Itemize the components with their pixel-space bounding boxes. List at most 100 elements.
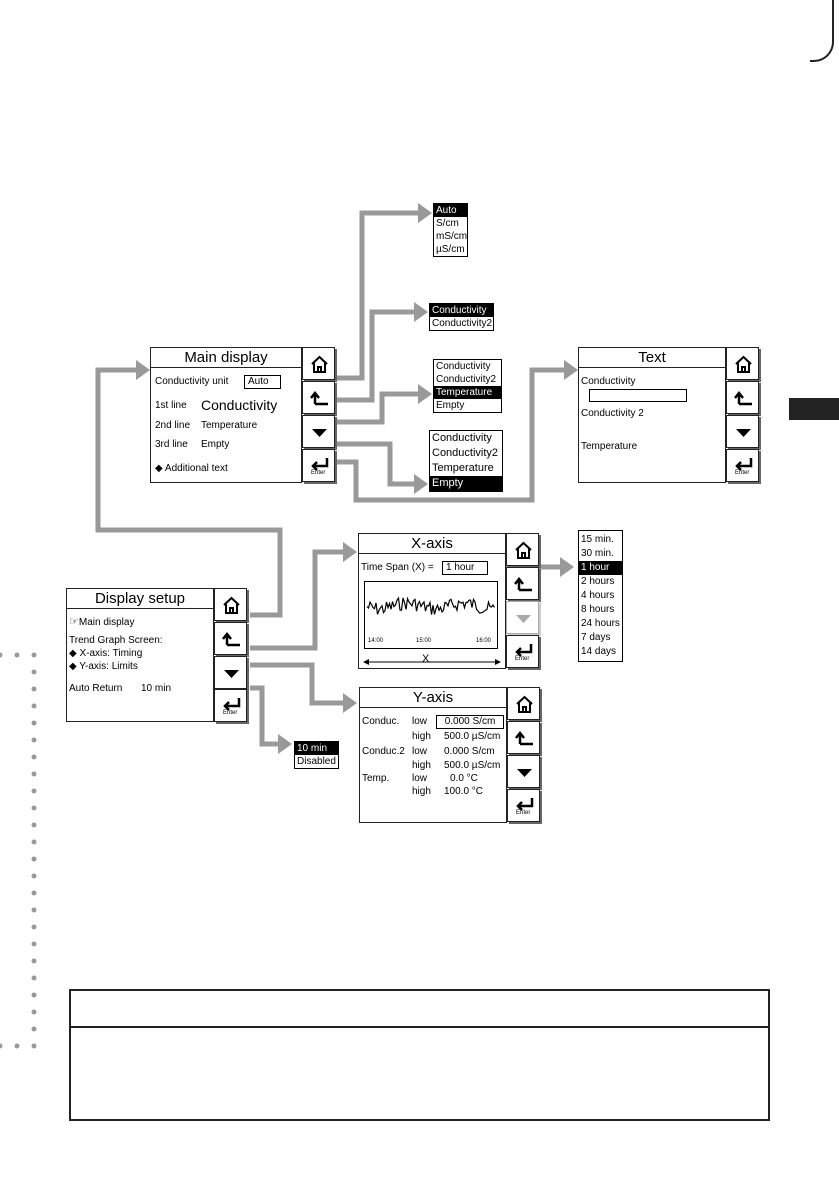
x-tick-label: 15:00	[416, 638, 432, 644]
home-button[interactable]	[726, 347, 759, 380]
additional-text-item[interactable]: ◆ Additional text	[155, 463, 228, 474]
line2-option[interactable]: Conductivity2	[436, 374, 497, 385]
text-screen-title: Text	[579, 348, 725, 368]
line3-label: 3rd line	[155, 439, 188, 450]
line1-option[interactable]: Conductivity2	[432, 318, 493, 329]
enter-label: Enter	[223, 710, 238, 716]
line3-menu[interactable]: Conductivity Conductivity2 Temperature E…	[429, 430, 503, 492]
time-span-option[interactable]: 7 days	[581, 632, 611, 643]
conductivity-unit-label: Conductivity unit	[155, 376, 229, 387]
time-span-option[interactable]: 15 min.	[581, 534, 614, 545]
line2-option[interactable]: Conductivity	[436, 361, 491, 372]
back-icon	[222, 631, 240, 647]
line3-option[interactable]: Empty	[430, 476, 502, 491]
down-arrow-icon	[517, 769, 532, 777]
enter-icon	[735, 458, 753, 471]
y-conduc-low-field[interactable]: 0.000 S/cm	[436, 715, 504, 729]
y-axis-title: Y-axis	[360, 688, 506, 708]
back-button[interactable]	[726, 381, 759, 414]
display-setup-screen: Display setup ☞Main display Trend Graph …	[66, 588, 214, 722]
y-conduc-high-value[interactable]: 500.0 µS/cm	[444, 731, 501, 742]
home-button[interactable]	[506, 533, 539, 566]
time-span-option[interactable]: 30 min.	[581, 548, 614, 559]
text-conductivity2-label: Conductivity 2	[581, 408, 644, 419]
y-row-name: Temp.	[362, 773, 390, 784]
y-axis-item[interactable]: ◆ Y-axis: Limits	[69, 661, 138, 672]
time-span-option[interactable]: 1 hour	[579, 561, 622, 575]
home-button[interactable]	[507, 687, 540, 720]
down-button[interactable]	[507, 755, 540, 788]
unit-option[interactable]: mS/cm	[436, 231, 468, 242]
y-temp-low-value[interactable]: 0.0 °C	[450, 773, 478, 784]
down-button[interactable]	[726, 415, 759, 448]
unit-menu[interactable]: Auto S/cm mS/cm µS/cm	[433, 203, 468, 257]
time-span-field[interactable]: 1 hour	[442, 561, 488, 575]
time-span-option[interactable]: 14 days	[581, 646, 617, 657]
line3-option[interactable]: Conductivity2	[432, 447, 499, 459]
back-button[interactable]	[506, 567, 539, 600]
x-axis-label: X	[422, 653, 430, 665]
enter-button[interactable]: Enter	[302, 449, 335, 482]
enter-icon	[311, 458, 329, 471]
y-temp-high-value[interactable]: 100.0 °C	[444, 786, 484, 797]
auto-return-menu[interactable]: 10 min Disabled	[294, 741, 339, 769]
down-button[interactable]	[302, 415, 335, 448]
home-button[interactable]	[302, 347, 335, 380]
home-button[interactable]	[214, 588, 247, 621]
enter-button[interactable]: Enter	[507, 789, 540, 822]
conductivity-unit-field[interactable]: Auto	[244, 375, 281, 389]
enter-button[interactable]: Enter	[214, 689, 247, 722]
enter-button[interactable]: Enter	[506, 635, 539, 668]
line3-option[interactable]: Conductivity	[432, 432, 492, 444]
auto-return-option[interactable]: 10 min	[295, 742, 338, 755]
line3-option[interactable]: Temperature	[432, 462, 494, 474]
back-button[interactable]	[302, 381, 335, 414]
time-span-option[interactable]: 4 hours	[581, 590, 615, 601]
enter-label: Enter	[735, 470, 750, 476]
time-span-option[interactable]: 2 hours	[581, 576, 615, 587]
line1-label: 1st line	[155, 400, 187, 411]
trend-graph-label: Trend Graph Screen:	[69, 635, 163, 646]
unit-option[interactable]: S/cm	[436, 218, 459, 229]
down-button[interactable]	[214, 656, 247, 689]
home-icon	[516, 695, 533, 713]
line1-menu[interactable]: Conductivity Conductivity2	[429, 303, 494, 331]
arrow-yaxis	[250, 662, 345, 706]
time-span-option[interactable]: 8 hours	[581, 604, 615, 615]
line2-menu[interactable]: Conductivity Conductivity2 Temperature E…	[433, 359, 502, 413]
arrow-line2	[336, 391, 420, 425]
line1-value[interactable]: Conductivity	[201, 397, 278, 413]
arrow-text	[336, 367, 566, 503]
time-span-menu[interactable]: 15 min. 30 min. 1 hour 2 hours 4 hours 8…	[578, 530, 623, 662]
back-icon	[734, 390, 752, 406]
unit-option[interactable]: µS/cm	[436, 244, 465, 255]
line3-value[interactable]: Empty	[201, 439, 230, 450]
arrow-line3	[336, 441, 416, 487]
y-low-label: low	[412, 773, 428, 784]
main-display-link[interactable]: ☞Main display	[69, 616, 135, 628]
enter-button[interactable]: Enter	[726, 449, 759, 482]
auto-return-value[interactable]: 10 min	[141, 683, 172, 694]
unit-option[interactable]: Auto	[434, 204, 467, 217]
back-icon	[310, 390, 328, 406]
back-button[interactable]	[507, 721, 540, 754]
line2-option[interactable]: Temperature	[434, 386, 501, 399]
text-conductivity-input[interactable]	[589, 389, 687, 402]
y-conduc2-high-value[interactable]: 500.0 µS/cm	[444, 760, 501, 771]
line1-option[interactable]: Conductivity	[430, 304, 493, 317]
back-button[interactable]	[214, 622, 247, 655]
enter-icon	[223, 698, 241, 711]
x-axis-item[interactable]: ◆ X-axis: Timing	[69, 648, 143, 659]
y-row-name: Conduc.2	[362, 746, 405, 757]
auto-return-option[interactable]: Disabled	[297, 756, 336, 767]
line2-value[interactable]: Temperature	[201, 420, 258, 431]
time-span-option[interactable]: 24 hours	[581, 618, 620, 629]
y-conduc2-low-value[interactable]: 0.000 S/cm	[444, 746, 495, 757]
enter-label: Enter	[311, 470, 326, 476]
line2-option[interactable]: Empty	[436, 400, 465, 411]
y-low-label: low	[412, 746, 428, 757]
main-display-screen: Main display Conductivity unit Auto 1st …	[150, 347, 302, 483]
main-display-title: Main display	[151, 348, 301, 368]
display-setup-title: Display setup	[67, 589, 213, 609]
